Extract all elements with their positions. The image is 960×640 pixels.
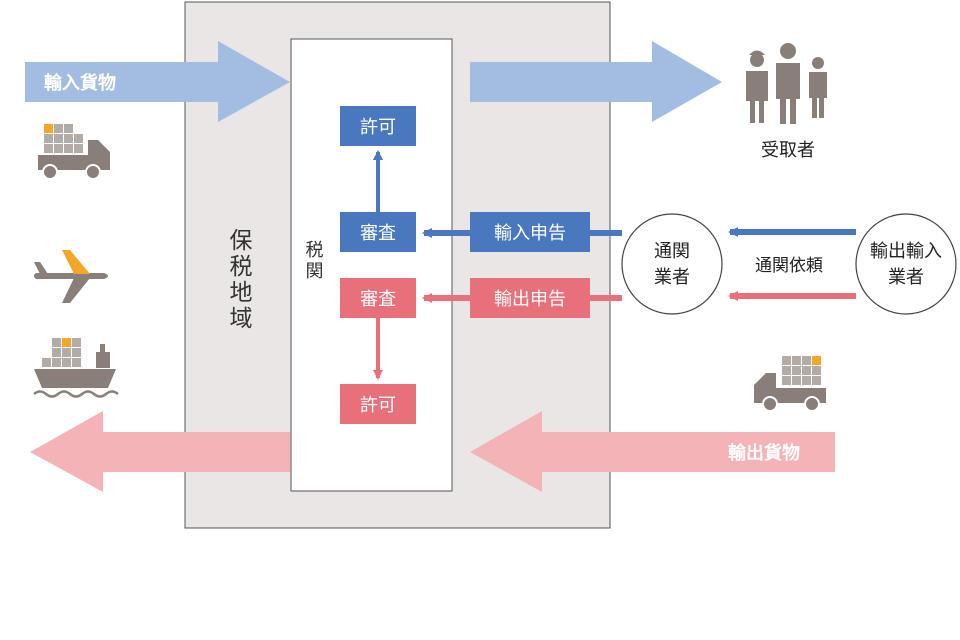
trader-label-1: 輸出輸入 [870,241,942,262]
truck-icon [38,124,110,180]
trader-label-2: 業者 [888,267,924,288]
import-declaration-label: 輸入申告 [494,223,566,244]
airplane-icon [34,250,108,303]
import-review-box [340,212,416,252]
import-declaration-box [470,212,590,252]
export-permit-box [340,384,416,424]
export-cargo-arrow-out [30,411,290,492]
import-to-receiver-arrow [470,41,722,122]
export-cargo-arrow-in [470,411,835,492]
import-cargo-label: 輸入貨物 [44,72,116,94]
import-review-label: 審査 [360,223,396,244]
import-permit-box [340,106,416,146]
people-icon [746,43,827,124]
ship-icon [33,338,119,398]
clearance-request-label: 通関依頼 [755,256,823,276]
customs-broker-label-2: 業者 [654,267,690,288]
truck-icon [754,356,826,412]
import-cargo-arrow [25,41,290,122]
receiver-label: 受取者 [761,140,815,161]
export-cargo-label: 輸出貨物 [728,442,800,464]
export-permit-label: 許可 [360,395,396,416]
export-declaration-box [470,278,590,318]
bonded-area-label: 保税地域 [225,228,253,332]
trader-circle [855,213,957,315]
customs-broker-circle [621,213,723,315]
export-review-box [340,278,416,318]
customs-label: 税関 [303,240,324,282]
export-review-label: 審査 [360,289,396,310]
export-declaration-label: 輸出申告 [494,289,566,310]
customs-broker-label-1: 通関 [654,241,690,262]
import-permit-label: 許可 [360,117,396,138]
